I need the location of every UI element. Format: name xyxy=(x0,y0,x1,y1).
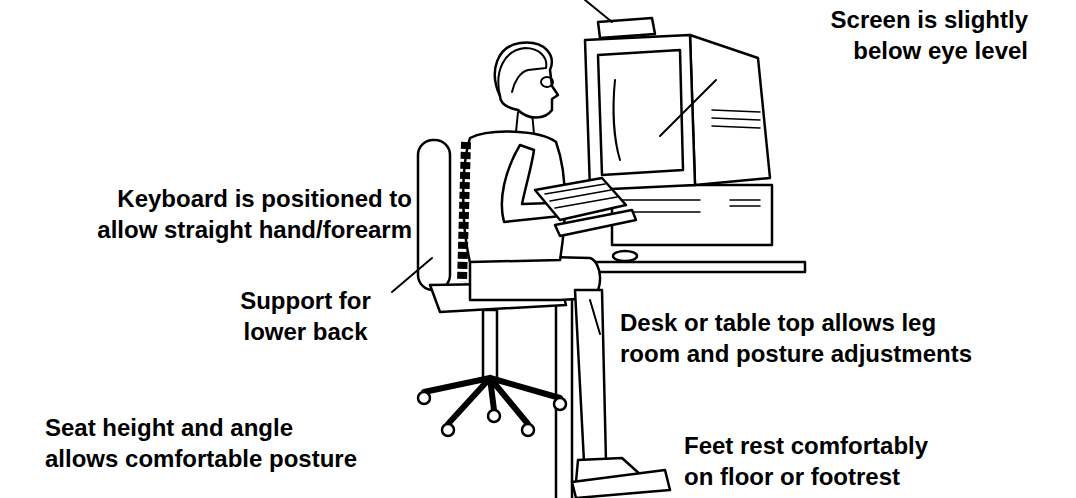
callout-label: Feet rest comfortably on floor or footre… xyxy=(684,430,931,492)
leader-lines xyxy=(392,80,716,334)
seated-person xyxy=(462,43,670,498)
callout-label: Keyboard is positioned to allow straight… xyxy=(95,183,412,245)
callout-label: Screen is slightly below eye level xyxy=(828,4,1028,66)
keyboard xyxy=(535,178,637,261)
desk xyxy=(545,262,805,498)
callout-label: Desk or table top allows leg room and po… xyxy=(620,307,975,369)
callout-label: Seat height and angle allows comfortable… xyxy=(45,412,360,474)
callout-label: Support for lower back xyxy=(239,285,372,347)
